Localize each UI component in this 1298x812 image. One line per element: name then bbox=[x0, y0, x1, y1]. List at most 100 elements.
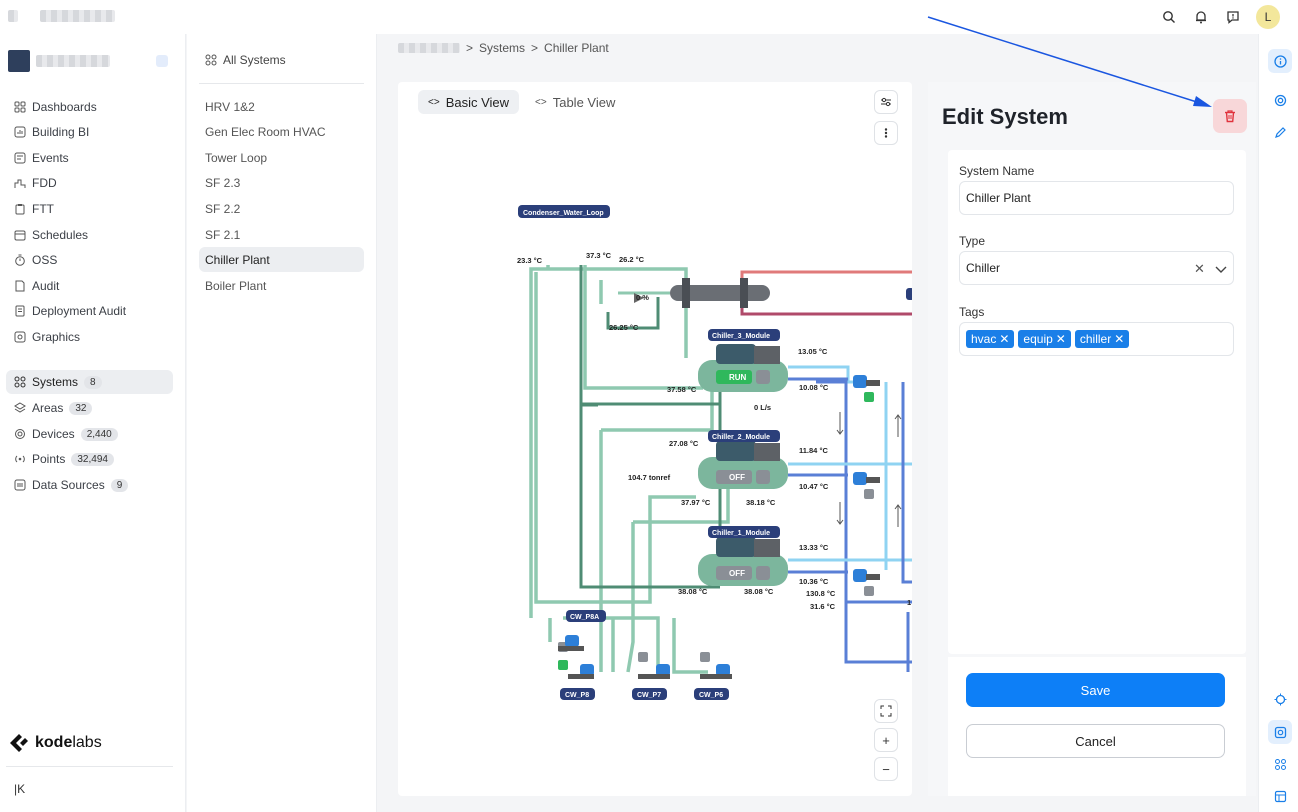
system-item[interactable]: Tower Loop bbox=[199, 145, 364, 170]
pump-cw8-label-bg bbox=[560, 688, 595, 700]
chiller-1-status: OFF bbox=[729, 569, 745, 578]
datasource-icon bbox=[13, 479, 26, 492]
notification-bell-icon[interactable] bbox=[1192, 8, 1210, 26]
edit-button[interactable] bbox=[1268, 120, 1292, 144]
right-rail bbox=[1258, 34, 1298, 812]
nav-audit[interactable]: Audit bbox=[6, 274, 173, 298]
timer-icon bbox=[13, 254, 26, 267]
nav-areas[interactable]: Areas 32 bbox=[6, 396, 173, 420]
chiller-2-status: OFF bbox=[729, 473, 745, 482]
zoom-in-button[interactable]: + bbox=[874, 728, 898, 752]
nav-label: Schedules bbox=[32, 228, 89, 242]
nav-dashboards[interactable]: Dashboards bbox=[6, 95, 173, 119]
app-name-blurred bbox=[40, 10, 115, 22]
nav-ftt[interactable]: FTT bbox=[6, 197, 173, 221]
sliders-icon bbox=[881, 97, 891, 107]
chiller-3-label[interactable]: Chiller_3_Module bbox=[712, 333, 770, 340]
breadcrumb-systems[interactable]: Systems bbox=[479, 41, 526, 55]
pump-cw7-label[interactable]: CW_P7 bbox=[637, 692, 661, 699]
delete-system-button[interactable] bbox=[1213, 99, 1247, 133]
nav-data-sources[interactable]: Data Sources 9 bbox=[6, 473, 173, 497]
more-options-button[interactable] bbox=[874, 121, 898, 145]
system-name-input[interactable] bbox=[966, 191, 1216, 205]
system-canvas[interactable]: RUN OFF OFF Condenser_Water_Loop Chiller… bbox=[398, 82, 912, 796]
pump-cw6-label[interactable]: CW_P6 bbox=[699, 692, 723, 699]
tag-chip[interactable]: hvac✕ bbox=[966, 330, 1015, 348]
type-select[interactable]: Chiller ✕ bbox=[959, 251, 1234, 285]
clear-icon[interactable]: ✕ bbox=[1194, 261, 1205, 276]
remove-tag-icon[interactable]: ✕ bbox=[999, 332, 1010, 346]
layers-icon bbox=[13, 402, 26, 415]
system-item[interactable]: Gen Elec Room HVAC bbox=[199, 119, 364, 144]
zoom-out-button[interactable]: − bbox=[874, 757, 898, 781]
nav-building-bi[interactable]: Building BI bbox=[6, 120, 173, 144]
logo-text-light: labs bbox=[72, 734, 102, 751]
organization-switcher[interactable] bbox=[8, 50, 173, 72]
pump-cw8-label[interactable]: CW_P8 bbox=[565, 692, 589, 699]
nav-graphics[interactable]: Graphics bbox=[6, 325, 173, 349]
nav-fdd[interactable]: FDD bbox=[6, 171, 173, 195]
devices-button[interactable] bbox=[1268, 88, 1292, 112]
chevron-down-icon[interactable] bbox=[1215, 263, 1227, 275]
nav-deployment-audit[interactable]: Deployment Audit bbox=[6, 299, 173, 323]
pump-icons bbox=[558, 375, 880, 679]
collapse-sidebar-button[interactable]: |K bbox=[14, 782, 26, 796]
system-item[interactable]: HRV 1&2 bbox=[199, 94, 364, 119]
nav-label: Building BI bbox=[32, 125, 90, 139]
target-button[interactable] bbox=[1268, 687, 1292, 711]
all-systems-link[interactable]: All Systems bbox=[205, 53, 286, 67]
system-item[interactable]: SF 2.2 bbox=[199, 196, 364, 221]
chiller-plant-diagram: RUN OFF OFF Condenser_Water_Loop Chiller… bbox=[517, 205, 912, 700]
graphics-button[interactable] bbox=[1268, 720, 1292, 744]
tab-basic-view[interactable]: <> Basic View bbox=[418, 90, 520, 114]
user-avatar[interactable]: L bbox=[1256, 5, 1280, 29]
tab-table-view[interactable]: <> Table View bbox=[525, 90, 625, 114]
signal-icon bbox=[13, 453, 26, 466]
all-systems-label: All Systems bbox=[223, 53, 286, 67]
feedback-icon[interactable] bbox=[1224, 8, 1242, 26]
edit-system-panel: Edit System System Name Type Chiller ✕ T… bbox=[928, 82, 1256, 796]
system-item[interactable]: SF 2.1 bbox=[199, 222, 364, 247]
fit-to-screen-button[interactable] bbox=[874, 699, 898, 723]
nav-oss[interactable]: OSS bbox=[6, 248, 173, 272]
nav-devices[interactable]: Devices 2,440 bbox=[6, 422, 173, 446]
save-button[interactable]: Save bbox=[966, 673, 1225, 707]
tab-label: Table View bbox=[552, 94, 616, 110]
layout-button[interactable] bbox=[1268, 784, 1292, 808]
systems-button[interactable] bbox=[1268, 752, 1292, 776]
settings-sliders-button[interactable] bbox=[874, 90, 898, 114]
clipboard-icon bbox=[13, 203, 26, 216]
tags-label: Tags bbox=[959, 305, 985, 319]
cancel-button[interactable]: Cancel bbox=[966, 724, 1225, 758]
expand-icon bbox=[880, 705, 892, 717]
system-name-field[interactable] bbox=[959, 181, 1234, 215]
tags-field[interactable]: hvac✕ equip✕ chiller✕ bbox=[959, 322, 1234, 356]
system-item-label: Tower Loop bbox=[205, 150, 268, 165]
pump-cw8a-label[interactable]: CW_P8A bbox=[570, 614, 599, 621]
nav-events[interactable]: Events bbox=[6, 146, 173, 170]
main-sidebar: Dashboards Building BI Events FDD FTT Sc… bbox=[0, 34, 186, 812]
nav-label: Dashboards bbox=[32, 100, 97, 114]
temp-reading: 11.84 °C bbox=[799, 446, 828, 455]
nav-points[interactable]: Points 32,494 bbox=[6, 447, 173, 471]
info-button[interactable] bbox=[1268, 49, 1292, 73]
temp-reading: 38.08 °C bbox=[744, 587, 774, 596]
breadcrumb-site-blurred[interactable] bbox=[398, 43, 460, 53]
systems-icon bbox=[1274, 758, 1286, 770]
valve-icon bbox=[634, 293, 644, 303]
system-item[interactable]: SF 2.3 bbox=[199, 170, 364, 195]
nav-systems[interactable]: Systems 8 bbox=[6, 370, 173, 394]
remove-tag-icon[interactable]: ✕ bbox=[1114, 332, 1125, 346]
system-item-active[interactable]: Chiller Plant bbox=[199, 247, 364, 272]
nav-label: Devices bbox=[32, 427, 75, 441]
chiller-2-label[interactable]: Chiller_2_Module bbox=[712, 434, 770, 441]
search-icon[interactable] bbox=[1160, 8, 1178, 26]
tag-chip[interactable]: equip✕ bbox=[1018, 330, 1071, 348]
tag-chip[interactable]: chiller✕ bbox=[1074, 330, 1130, 348]
nav-schedules[interactable]: Schedules bbox=[6, 223, 173, 247]
chiller-1-label[interactable]: Chiller_1_Module bbox=[712, 530, 770, 537]
system-item[interactable]: Boiler Plant bbox=[199, 273, 364, 298]
chiller-2-icon bbox=[698, 441, 788, 489]
condenser-loop-label[interactable]: Condenser_Water_Loop bbox=[523, 210, 604, 217]
remove-tag-icon[interactable]: ✕ bbox=[1055, 332, 1066, 346]
